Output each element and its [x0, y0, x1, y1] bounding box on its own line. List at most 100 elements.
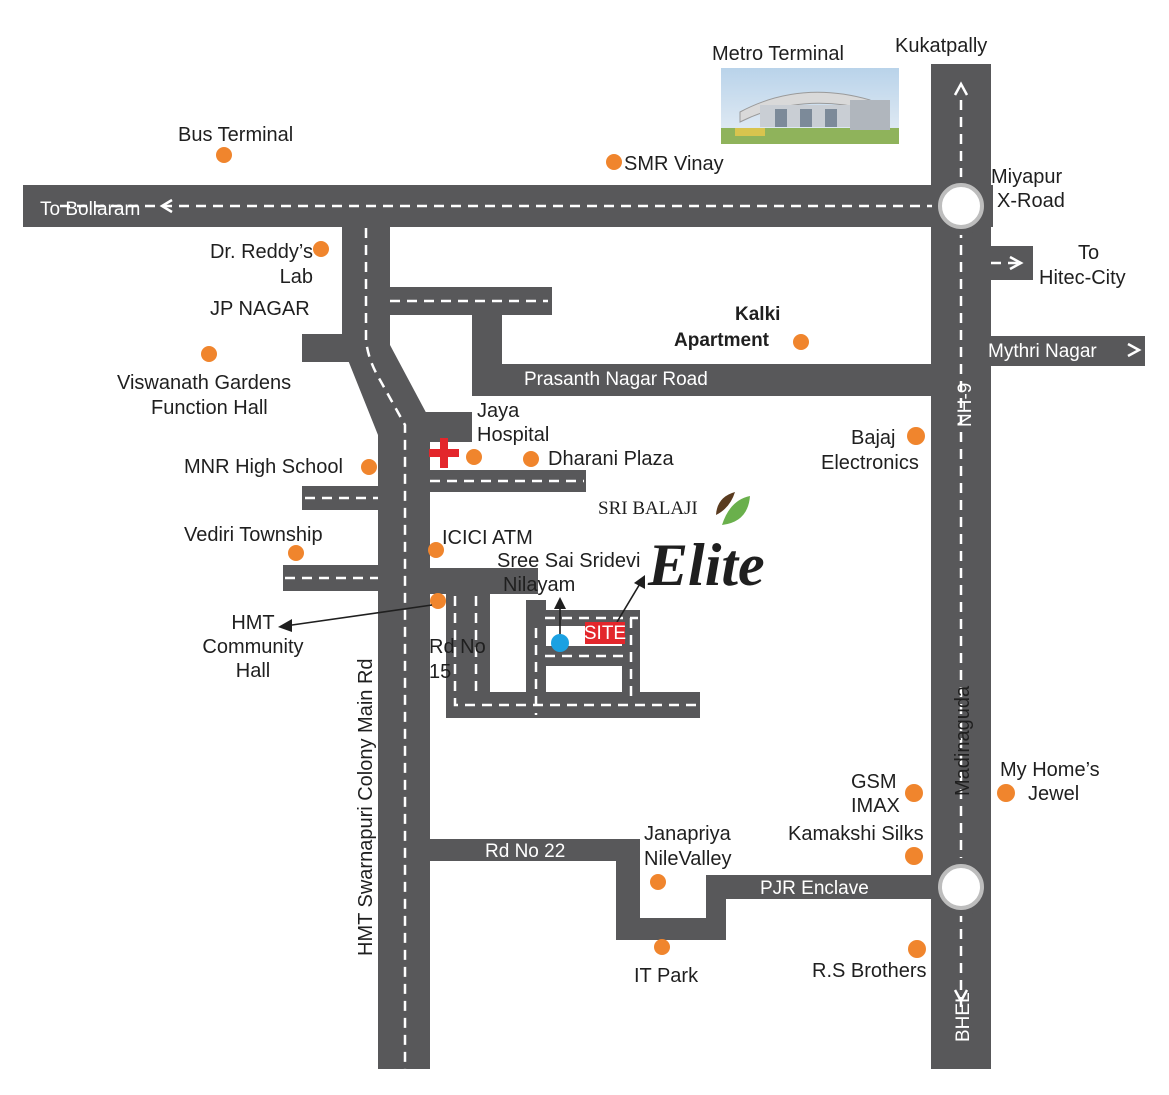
label-kukatpally: Kukatpally: [895, 35, 987, 57]
label-pjr-enclave: PJR Enclave: [760, 878, 869, 899]
label-15: 15: [429, 661, 451, 683]
hmt-pointer-arrow: [278, 604, 433, 632]
label-vediri: Vediri Township: [184, 524, 323, 546]
label-metro-terminal: Metro Terminal: [712, 43, 844, 65]
marker-janapriya: [650, 874, 666, 890]
label-nilayam: Nilayam: [503, 574, 575, 596]
project-name: Elite: [647, 532, 765, 598]
landmark-markers: [201, 147, 1015, 958]
marker-dr-reddys: [313, 241, 329, 257]
marker-kamakshi: [905, 847, 923, 865]
label-viswanath: Viswanath Gardens: [117, 372, 291, 394]
arrow-down-icon: [953, 989, 969, 1004]
road-rd15-vertical: [462, 590, 490, 698]
label-community: Community: [202, 636, 303, 658]
label-nilevalley: NileValley: [644, 848, 731, 870]
label-kalki-apartment: Apartment: [674, 330, 770, 351]
label-rs-brothers: R.S Brothers: [812, 960, 926, 982]
site-badge-label: SITE: [584, 623, 626, 644]
road-icici-branch: [428, 568, 538, 594]
metro-terminal-image: [721, 68, 899, 144]
label-kamakshi: Kamakshi Silks: [788, 823, 924, 845]
label-jp-nagar: JP NAGAR: [210, 298, 310, 320]
road-network: [23, 64, 1145, 1069]
label-dr-reddys: Dr. Reddy’s: [210, 241, 313, 263]
label-bajaj: Bajaj: [851, 427, 895, 449]
marker-bus-terminal: [216, 147, 232, 163]
road-jp-nagar-stub: [302, 334, 358, 362]
hospital-cross-icon: [429, 438, 459, 468]
road-no22: [428, 839, 638, 861]
label-to-bollaram: To Bollaram: [40, 199, 140, 220]
road-prasanth-stub: [472, 312, 502, 396]
label-hospital: Hospital: [477, 424, 549, 446]
label-imax: IMAX: [851, 795, 900, 817]
brand-name: SRI BALAJI: [598, 498, 698, 519]
road-site-left: [526, 600, 546, 718]
label-x-road: X-Road: [997, 190, 1065, 212]
lane-markings: [60, 100, 1020, 1069]
label-hmt-main-road: HMT Swarnapuri Colony Main Rd: [355, 658, 377, 956]
label-janapriya: Janapriya: [644, 823, 732, 845]
arrow-up-icon: [953, 81, 969, 96]
road-jaya-branch: [414, 412, 472, 442]
marker-vediri: [288, 545, 304, 561]
label-function-hall: Function Hall: [151, 397, 268, 419]
arrow-left-icon: [159, 198, 173, 214]
site-location-marker: [551, 634, 569, 652]
label-mnr: MNR High School: [184, 456, 343, 478]
marker-rs-brothers: [908, 940, 926, 958]
leaf-icon: [716, 492, 750, 525]
label-prasanth-nagar-road: Prasanth Nagar Road: [524, 369, 708, 390]
marker-hmt-hall: [430, 593, 446, 609]
label-icici: ICICI ATM: [442, 527, 533, 549]
label-madinaguda: Madinaguda: [952, 685, 974, 796]
marker-my-home: [997, 784, 1015, 802]
road-mythri-nagar: [991, 336, 1145, 366]
miyapur-roundabout: [932, 177, 990, 235]
project-logo: SRI BALAJI Elite: [598, 492, 765, 598]
label-jewel: Jewel: [1028, 783, 1079, 805]
label-electronics: Electronics: [821, 452, 919, 474]
marker-icici: [428, 542, 444, 558]
label-bus-terminal: Bus Terminal: [178, 124, 293, 146]
label-hall: Hall: [236, 660, 270, 682]
road-pjr-enclave: [706, 875, 931, 899]
label-nh9: NH-9: [955, 383, 976, 427]
road-vediri-branch: [283, 565, 380, 591]
map-labels: Metro Terminal Kukatpally Bus Terminal S…: [40, 35, 1126, 1042]
label-gsm: GSM: [851, 771, 897, 793]
site-badge: SITE: [584, 622, 626, 644]
arrow-right-icon: [1009, 255, 1024, 271]
label-it-park: IT Park: [634, 965, 699, 987]
label-hitec-city: Hitec-City: [1039, 267, 1126, 289]
label-bhel: BHEL: [953, 992, 974, 1042]
label-rd-no: Rd No: [429, 636, 486, 658]
marker-bajaj: [907, 427, 925, 445]
marker-gsm-imax: [905, 784, 923, 802]
label-smr-vinay: SMR Vinay: [624, 153, 724, 175]
label-hitec-to: To: [1078, 242, 1099, 264]
label-kalki: Kalki: [735, 304, 780, 325]
label-mythri-nagar: Mythri Nagar: [988, 341, 1097, 362]
label-sree-sai: Sree Sai Sridevi: [497, 550, 640, 572]
arrow-right-icon: [1127, 342, 1142, 358]
label-dharani: Dharani Plaza: [548, 448, 675, 470]
marker-it-park: [654, 939, 670, 955]
marker-viswanath: [201, 346, 217, 362]
pjr-roundabout: [932, 858, 990, 916]
marker-jaya: [466, 449, 482, 465]
label-my-home: My Home’s: [1000, 759, 1100, 781]
label-rd-no-22: Rd No 22: [485, 841, 565, 862]
label-lab: Lab: [280, 266, 313, 288]
label-miyapur: Miyapur: [991, 166, 1062, 188]
label-jaya: Jaya: [477, 400, 520, 422]
label-hmt: HMT: [231, 612, 274, 634]
marker-smr-vinay: [606, 154, 622, 170]
marker-kalki: [793, 334, 809, 350]
road-prasanth-nagar: [472, 364, 931, 396]
road-it-park-bottom: [616, 918, 726, 940]
marker-dharani: [523, 451, 539, 467]
marker-mnr: [361, 459, 377, 475]
